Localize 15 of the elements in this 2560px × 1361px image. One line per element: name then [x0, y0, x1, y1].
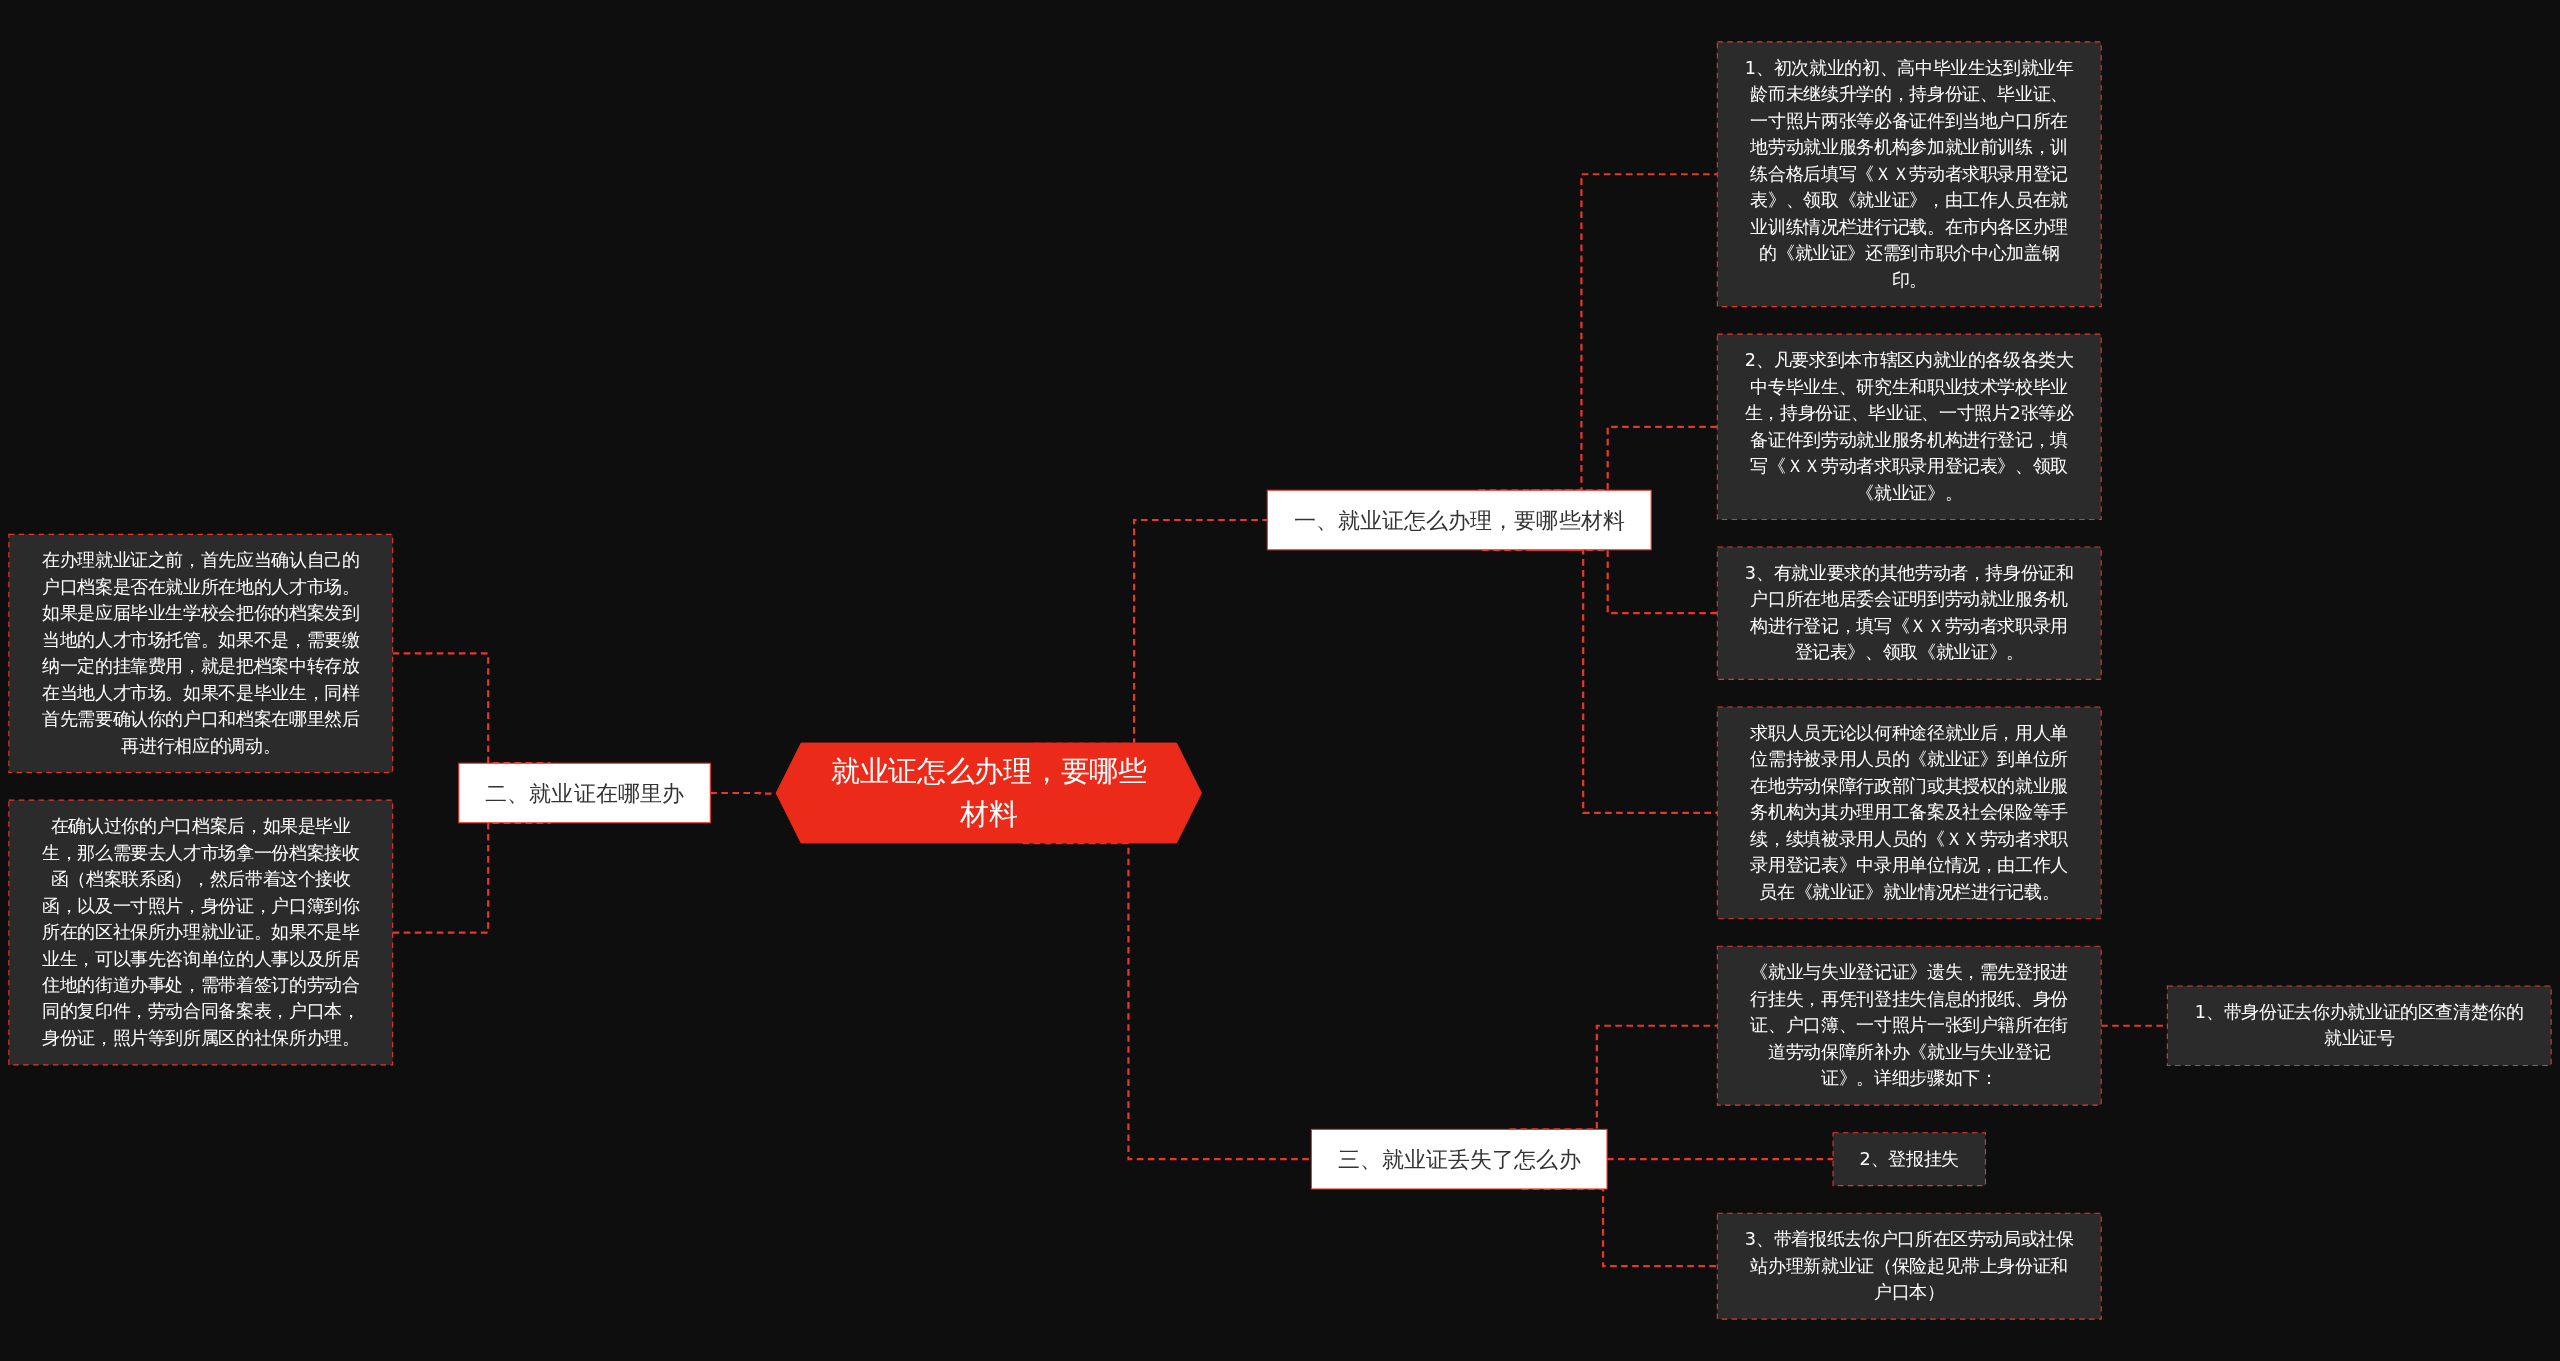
node-box: 1、带身份证去你办就业证的区查清楚你的就业证号 — [2166, 985, 2552, 1066]
connector — [1022, 842, 1312, 1161]
node-box: 在确认过你的户口档案后，如果是毕业生，那么需要去人才市场拿一份档案接收函（档案联系函），然后带着这个接收函，以及一寸照片，身份证，户口簿到你所在的区社保所办理就业证。如果不是毕业生，可以事先咨询单位的人事以及所居住地的街道办事处，需带着签订的劳动合同的复印件，劳动合同备案表，户口本，身份证，照片等到所属区的社保所办理。 — [8, 799, 394, 1066]
node-box: 三、就业证丢失了怎么办 — [1310, 1128, 1608, 1190]
node-box: 求职人员无论以何种途径就业后，用人单位需持被录用人员的《就业证》到单位所在地劳动保障行政部门或其授权的就业服务机构为其办理用工备案及社会保险等手续，续填被录用人员的《ＸＸ劳动者求职录用登记表》中录用单位情况，由工作人员在《就业证》就业情况栏进行记载。 — [1716, 706, 2102, 920]
node-box: 2、登报挂失 — [1832, 1132, 1986, 1187]
node-box: 二、就业证在哪里办 — [458, 762, 711, 824]
node-box: 2、凡要求到本市辖区内就业的各级各类大中专毕业生、研究生和职业技术学校毕业生，持身份证、毕业证、一寸照片2张等必备证件到劳动就业服务机构进行登记，填写《ＸＸ劳动者求职录用登记表》、领取《就业证》。 — [1716, 333, 2102, 520]
node-box: 3、带着报纸去你户口所在区劳动局或社保站办理新就业证（保险起见带上身份证和户口本） — [1716, 1212, 2102, 1320]
node-box: 一、就业证怎么办理，要哪些材料 — [1266, 489, 1652, 551]
node-box: 《就业与失业登记证》遗失，需先登报进行挂失，再凭刊登挂失信息的报纸、身份证、户口簿、一寸照片一张到户籍所在街道劳动保障所补办《就业与失业登记证》。详细步骤如下： — [1716, 945, 2102, 1106]
node-box: 3、有就业要求的其他劳动者，持身份证和户口所在地居委会证明到劳动就业服务机构进行登记，填写《ＸＸ劳动者求职录用登记表》、领取《就业证》。 — [1716, 546, 2102, 680]
node-box: 1、初次就业的初、高中毕业生达到就业年龄而未继续升学的，持身份证、毕业证、一寸照片两张等必备证件到当地户口所在地劳动就业服务机构参加就业前训练，训练合格后填写《ＸＸ劳动者求职录用登记表》、领取《就业证》，由工作人员在就业训练情况栏进行记载。在市内各区办理的《就业证》还需到市职介中心加盖钢印。 — [1716, 41, 2102, 308]
connector — [1607, 1158, 1834, 1161]
node-box: 在办理就业证之前，首先应当确认自己的户口档案是否在就业所在地的人才市场。如果是应届毕业生学校会把你的档案发到当地的人才市场托管。如果不是，需要缴纳一定的挂靠费用，就是把档案中转存放在当地人才市场。如果不是毕业生，同样首先需要确认你的户口和档案在哪里然后再进行相应的调动。 — [8, 533, 394, 774]
